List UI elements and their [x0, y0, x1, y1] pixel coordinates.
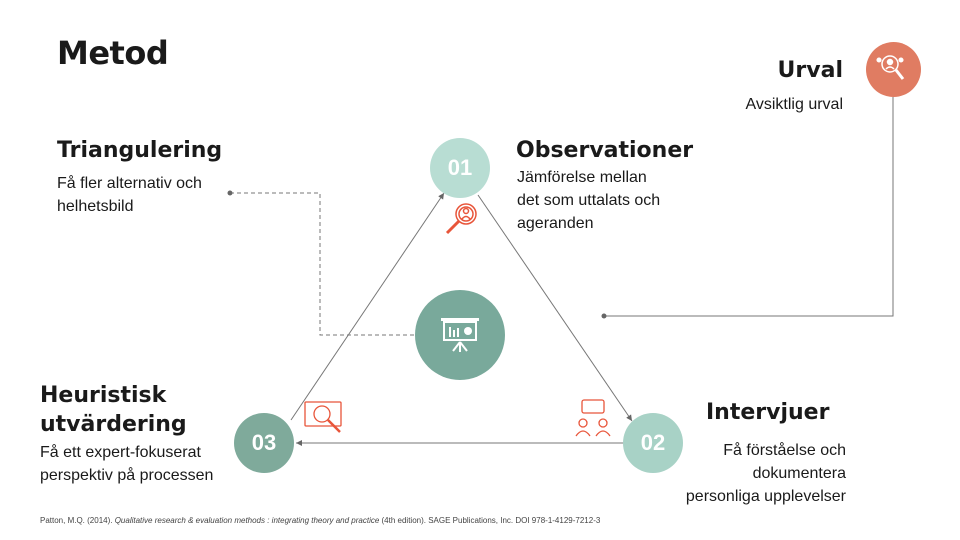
step-01-circle: 01	[430, 138, 490, 198]
page-title: Metod	[57, 34, 169, 72]
urval-heading: Urval	[777, 58, 843, 83]
arrow-01-to-02	[477, 194, 633, 422]
dashed-connector	[230, 192, 415, 336]
triangulering-heading: Triangulering	[57, 138, 223, 163]
person-search-icon	[876, 55, 905, 80]
observationer-heading: Observationer	[516, 138, 694, 163]
citation: Patton, M.Q. (2014). Qualitative researc…	[40, 516, 601, 525]
search-person-icon	[445, 203, 477, 235]
step-02-circle: 02	[623, 413, 683, 473]
presentation-chart-icon	[441, 318, 479, 352]
interview-icon	[575, 399, 611, 437]
arrow-03-to-01	[290, 192, 445, 421]
urval-connector	[604, 97, 894, 317]
urval-text: Avsiktlig urval	[745, 96, 843, 113]
heuristic-review-icon	[304, 401, 342, 433]
intervjuer-heading: Intervjuer	[706, 400, 830, 425]
step-03-circle: 03	[234, 413, 294, 473]
